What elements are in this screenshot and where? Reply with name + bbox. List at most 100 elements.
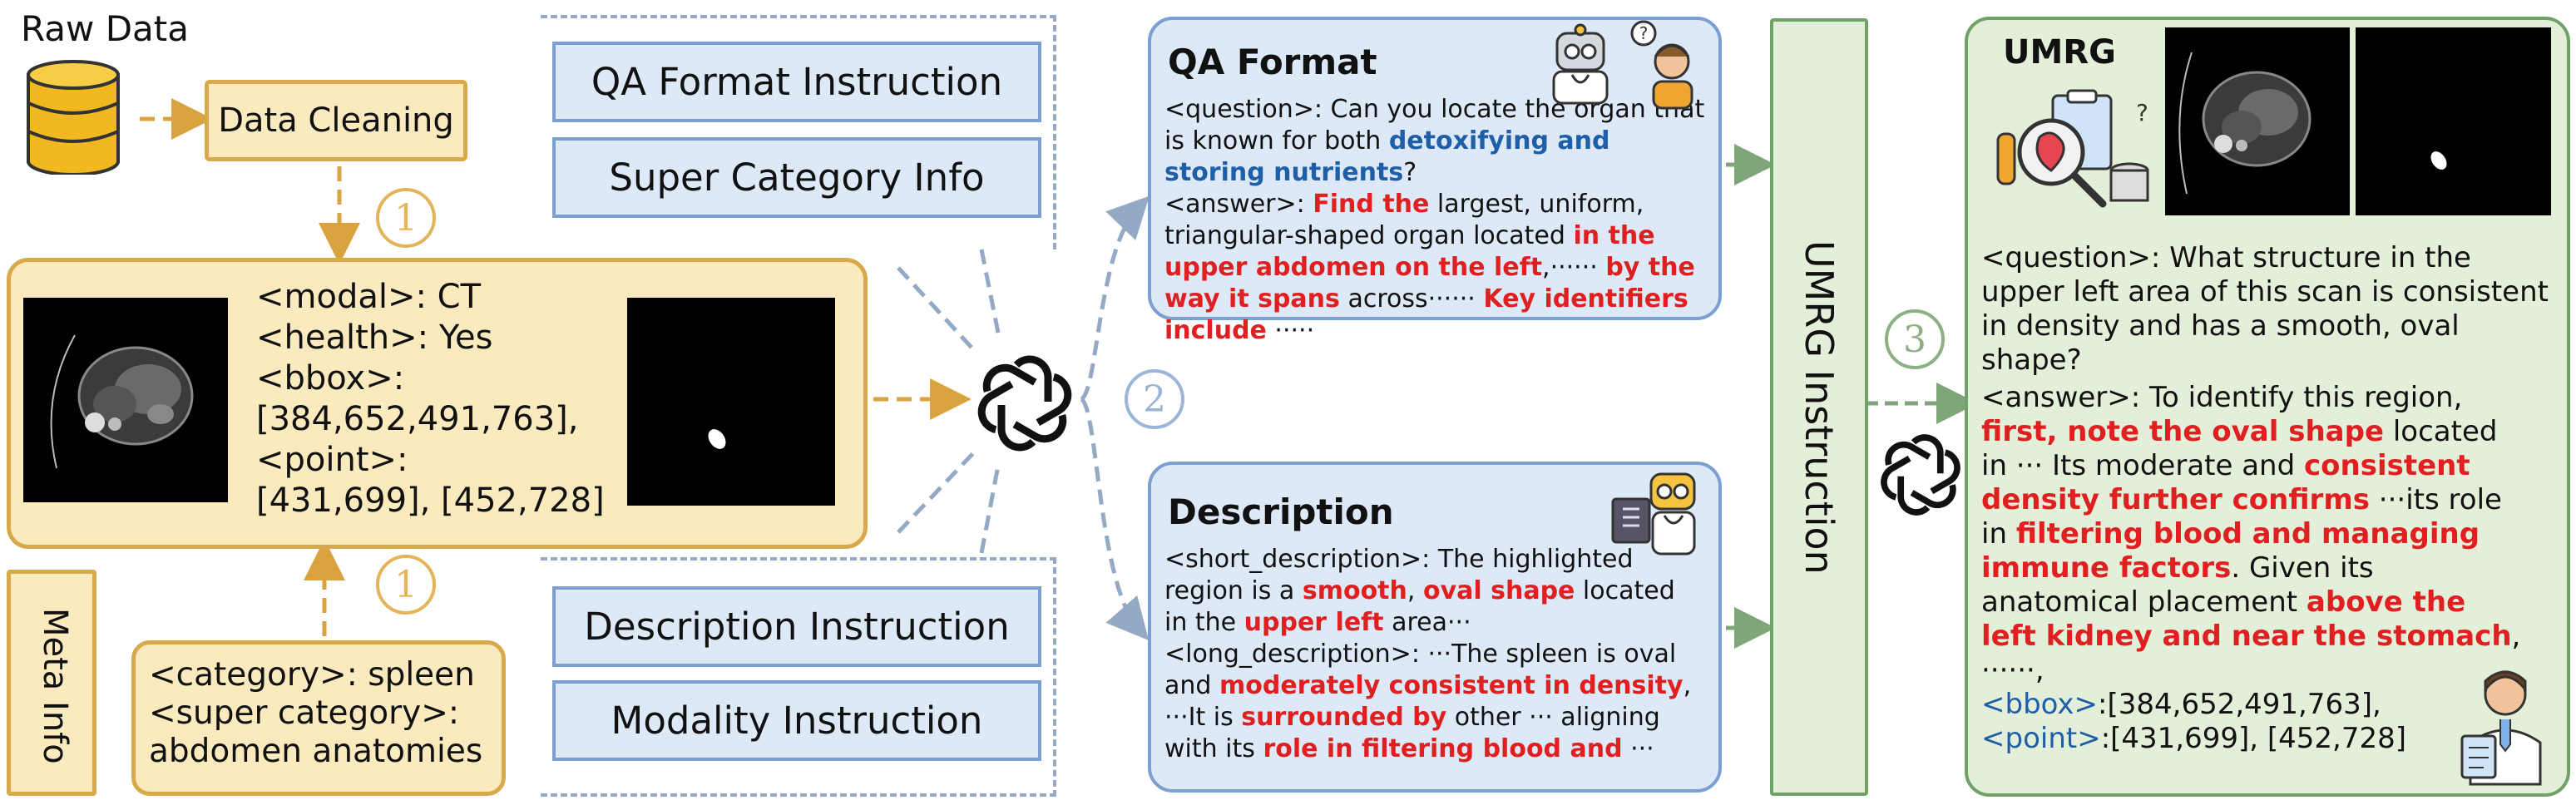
umrg-answer-text-4: , ······, — [1981, 620, 2521, 687]
qa-answer-red-2: in the upper abdomen on the left — [1164, 221, 1655, 282]
qa-answer-red-4: Key identifiers include — [1164, 284, 1688, 345]
umrg-answer-red-3: filtering blood and managing immune fact… — [1981, 517, 2480, 585]
meta-info-box: Meta Info — [7, 570, 96, 796]
umrg-point-value: :[431,699], [452,728] — [2100, 722, 2407, 755]
data-cleaning-label: Data Cleaning — [218, 101, 454, 140]
qa-format-title: QA Format — [1168, 42, 1377, 82]
link-lower-frame2-to-gpt — [979, 465, 1001, 554]
qa-answer-text-3: across······ — [1339, 284, 1484, 314]
link-lower-frame-to-gpt — [897, 452, 975, 534]
short-description-red-1: smooth — [1302, 576, 1407, 605]
qa-format-instruction-label: QA Format Instruction — [591, 60, 1003, 104]
qa-answer-red-3: by the way it spans — [1164, 253, 1695, 314]
qa-format-content: <question>: Can you locate the organ tha… — [1164, 94, 1705, 347]
step-three-badge: 3 — [1885, 309, 1945, 369]
link-upper-frame-to-gpt — [897, 266, 975, 351]
database-icon — [27, 60, 120, 175]
umrg-title: UMRG — [2003, 33, 2116, 72]
meta-super-category-key: <super category>: — [149, 694, 460, 732]
umrg-answer-text-1: located in ··· Its moderate and — [1981, 415, 2498, 482]
umrg-instruction-bar: UMRG Instruction — [1770, 18, 1868, 796]
umrg-question: <question>: What structure in the upper … — [1981, 241, 2549, 377]
long-description-text-1: , ···It is — [1164, 671, 1692, 732]
short-description-text-3: area··· — [1383, 608, 1471, 637]
robot-xray-icon — [1611, 472, 1696, 556]
super-category-info: Super Category Info — [552, 137, 1041, 218]
meta-info-label: Meta Info — [36, 608, 74, 764]
umrg-bbox-line: <bbox>:[384,652,491,763], — [1981, 688, 2555, 722]
description-content: <short_description>: The highlighted reg… — [1164, 544, 1705, 765]
umrg-point-line: <point>:[431,699], [452,728] — [1981, 722, 2555, 756]
svg-text:?: ? — [2136, 99, 2148, 126]
raw-data-label: Raw Data — [21, 8, 189, 49]
record-point-key: <point>: — [256, 441, 408, 479]
arrow-gpt-to-description — [1080, 397, 1150, 641]
umrg-point-key: <point> — [1981, 722, 2101, 755]
link-upper-frame2-to-gpt — [979, 249, 1001, 333]
super-category-info-label: Super Category Info — [609, 156, 985, 200]
step-two-badge: 2 — [1125, 369, 1184, 429]
upper-instruction-frame — [541, 15, 1056, 249]
doctor-icon — [2460, 670, 2542, 786]
meta-category: <category>: spleen — [149, 656, 475, 694]
meta-attributes-box: <category>: spleen <super category>: abd… — [131, 640, 506, 796]
record-point-value: [431,699], [452,728] — [256, 482, 605, 520]
ct-scan-image — [23, 298, 228, 502]
umrg-instruction-label: UMRG Instruction — [1797, 240, 1842, 575]
umrg-content: <question>: What structure in the upper … — [1981, 241, 2555, 756]
qa-answer-red-1: Find the — [1313, 190, 1430, 219]
description-instruction: Description Instruction — [552, 586, 1041, 667]
data-cleaning-box: Data Cleaning — [205, 80, 467, 161]
umrg-ct-scan-image — [2165, 27, 2350, 215]
long-description-text-2: other ··· aligning with its — [1164, 703, 1660, 763]
umrg-answer: <answer>: To identify this region, first… — [1981, 381, 2522, 688]
meta-super-category-value: abdomen anatomies — [149, 733, 483, 770]
qa-format-box: QA Format <question>: Can you locate the… — [1148, 17, 1722, 345]
record-modal: <modal>: CT — [256, 278, 482, 316]
record-fields: <modal>: CT <health>: Yes <bbox>: [384,6… — [256, 277, 605, 521]
short-description-text-2: located in the — [1164, 576, 1675, 637]
record-bbox-key: <bbox>: — [256, 359, 405, 398]
long-description-red-3: role in filtering blood and — [1263, 734, 1623, 763]
record-bbox-value: [384,652,491,763], — [256, 400, 579, 438]
umrg-answer-text-2: ···its role in — [1981, 483, 2502, 551]
umrg-bbox-value: :[384,652,491,763], — [2098, 688, 2381, 721]
short-description-text-1: , — [1407, 576, 1423, 605]
arrow-gpt-to-qa — [1080, 195, 1150, 402]
openai-logo-icon — [977, 355, 1072, 452]
modality-instruction-label: Modality Instruction — [611, 699, 983, 743]
short-description-red-3: upper left — [1244, 608, 1384, 637]
umrg-answer-text-3: . Given its anatomical placement — [1981, 551, 2374, 619]
short-description-red-2: oval shape — [1422, 576, 1575, 605]
patient-icon: ? — [1630, 20, 1693, 110]
long-description-red-2: surrounded by — [1241, 703, 1447, 732]
qa-answer-text-4: ····· — [1266, 316, 1315, 345]
long-description-key: <long_description>: ···The spleen is ova… — [1164, 640, 1677, 700]
description-instruction-label: Description Instruction — [584, 605, 1010, 649]
step-one-badge-bottom: 1 — [376, 555, 436, 615]
long-description-red-1: moderately consistent in density — [1219, 671, 1684, 700]
description-title: Description — [1168, 491, 1394, 532]
qa-question-suffix: ? — [1403, 158, 1417, 187]
long-description-text-3: ··· — [1622, 734, 1654, 763]
svg-text:?: ? — [1639, 23, 1649, 43]
qa-answer-text-1: largest, uniform, triangular-shaped orga… — [1164, 190, 1644, 250]
qa-question-prefix: <question>: Can you locate the organ tha… — [1164, 95, 1705, 156]
modality-instruction: Modality Instruction — [552, 680, 1041, 761]
umrg-answer-key: <answer>: To identify this region, — [1981, 381, 2463, 414]
short-description-key: <short_description>: The highlighted reg… — [1164, 545, 1634, 605]
segmentation-mask-image — [627, 298, 835, 506]
umrg-answer-red-2: consistent density further confirms — [1981, 449, 2470, 516]
umrg-answer-red-4: above the left kidney and near the stoma… — [1981, 585, 2512, 653]
qa-answer-key: <answer>: — [1164, 190, 1313, 219]
step-one-badge-top: 1 — [376, 188, 436, 248]
openai-logo-icon — [1881, 434, 1960, 516]
umrg-mask-image — [2356, 27, 2551, 215]
record-health: <health>: Yes — [256, 319, 493, 357]
qa-question-highlight: detoxifying and storing nutrients — [1164, 126, 1610, 187]
qa-format-instruction: QA Format Instruction — [552, 42, 1041, 122]
lower-instruction-frame — [541, 557, 1056, 797]
robot-doctor-icon — [1552, 23, 1609, 105]
qa-answer-text-2: ,······ — [1542, 253, 1606, 282]
